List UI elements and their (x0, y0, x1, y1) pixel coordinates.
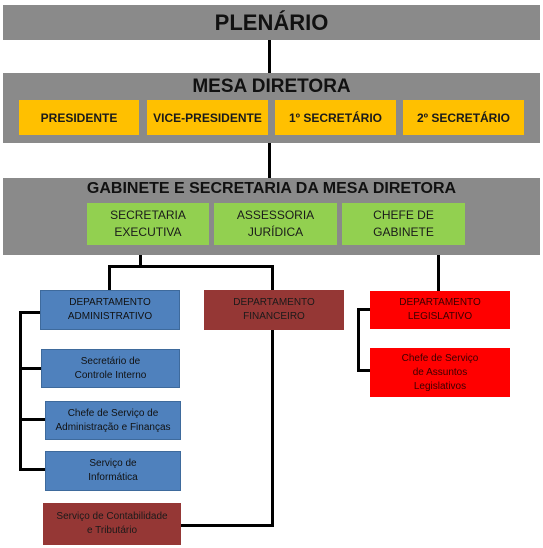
admin-child-informatica: Serviço de Informática (45, 451, 181, 491)
connector-to-financeiro (271, 265, 274, 527)
connector-admin-bracket-top (19, 311, 41, 314)
connector-admin-child-3 (19, 468, 45, 471)
gabinete-unit-assessoria-juridica: ASSESSORIA JURÍDICA (214, 203, 337, 245)
mesa-diretora-title: MESA DIRETORA (192, 76, 351, 97)
mesa-member-2-secretario: 2º SECRETÁRIO (403, 100, 524, 135)
connector-mesa-gabinete (268, 143, 271, 178)
mesa-diretora-band: MESA DIRETORA PRESIDENTE VICE-PRESIDENTE… (3, 73, 540, 143)
gabinete-band: GABINETE E SECRETARIA DA MESA DIRETORA S… (3, 178, 540, 255)
connector-admin-child-2 (19, 418, 45, 421)
gabinete-unit-chefe-de-gabinete: CHEFE DE GABINETE (342, 203, 465, 245)
fin-child-contabilidade: Serviço de Contabilidade e Tributário (43, 503, 181, 545)
gabinete-unit-secretaria-executiva: SECRETARIA EXECUTIVA (87, 203, 209, 245)
connector-leg-bracket (357, 308, 360, 372)
connector-plenario-mesa (268, 40, 271, 73)
connector-leg-child (357, 369, 370, 372)
plenario-title: PLENÁRIO (214, 9, 329, 35)
mesa-member-presidente: PRESIDENTE (19, 100, 139, 135)
mesa-member-vice-presidente: VICE-PRESIDENTE (147, 100, 268, 135)
connector-gabinete-drop (139, 255, 142, 267)
dept-legislativo: DEPARTAMENTO LEGISLATIVO (370, 291, 510, 329)
plenario-band: PLENÁRIO (3, 5, 540, 40)
connector-to-contabilidade (180, 524, 274, 527)
gabinete-title: GABINETE E SECRETARIA DA MESA DIRETORA (86, 180, 457, 197)
connector-leg-bracket-top (357, 308, 370, 311)
admin-child-controle-interno: Secretário de Controle Interno (41, 349, 180, 388)
connector-gabinete-bar (108, 265, 274, 268)
connector-to-legislativo (437, 255, 440, 291)
leg-child-assuntos-legislativos: Chefe de Serviço de Assuntos Legislativo… (370, 348, 510, 397)
dept-administrativo: DEPARTAMENTO ADMINISTRATIVO (40, 290, 180, 330)
dept-financeiro: DEPARTAMENTO FINANCEIRO (204, 290, 344, 330)
connector-admin-bracket (19, 311, 22, 471)
connector-admin-child-1 (19, 367, 41, 370)
admin-child-administracao-financas: Chefe de Serviço de Administração e Fina… (45, 401, 181, 440)
connector-to-administrativo (108, 265, 111, 290)
mesa-member-1-secretario: 1º SECRETÁRIO (275, 100, 396, 135)
